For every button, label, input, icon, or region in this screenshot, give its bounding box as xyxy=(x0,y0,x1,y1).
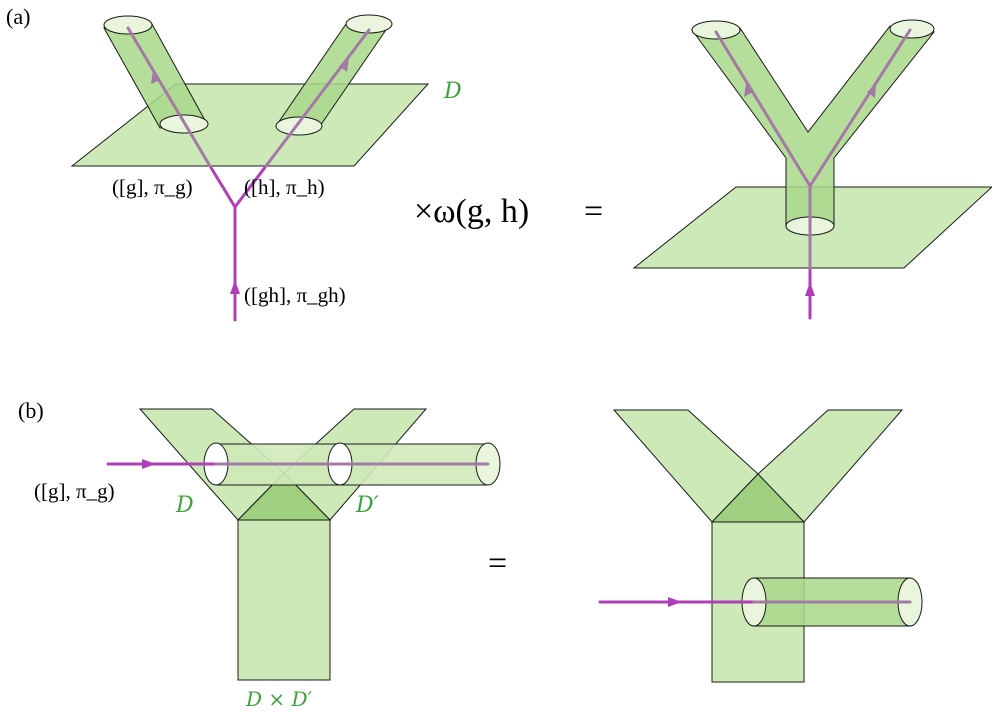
worldline-junction-a-right xyxy=(714,28,912,320)
label-g-pi-g: ([g], π_g) xyxy=(112,175,193,199)
panel-b-label: (b) xyxy=(18,398,44,423)
worldline-b-left xyxy=(106,459,490,469)
defect-y-right xyxy=(612,409,904,683)
equals-a: = xyxy=(584,193,603,230)
worldline-b-right xyxy=(598,597,912,607)
panel-a-label: (a) xyxy=(6,4,30,29)
worldline-junction-a xyxy=(126,26,371,322)
label-h-pi-h: ([h], π_h) xyxy=(244,175,325,199)
defect-sheet-a-left xyxy=(70,83,430,167)
label-times-omega: ×ω(g, h) xyxy=(414,193,529,230)
label-defect-D-b: D xyxy=(175,493,194,518)
label-b-g-pi-g: ([g], π_g) xyxy=(34,479,115,503)
label-gh-pi-gh: ([gh], π_gh) xyxy=(244,283,346,307)
label-defect-D-a: D xyxy=(443,79,462,104)
label-defect-product: D × D′ xyxy=(245,687,313,711)
equals-b: = xyxy=(488,545,507,582)
tube-h-left xyxy=(275,14,393,136)
label-defect-Dprime-b: D′ xyxy=(355,493,379,518)
